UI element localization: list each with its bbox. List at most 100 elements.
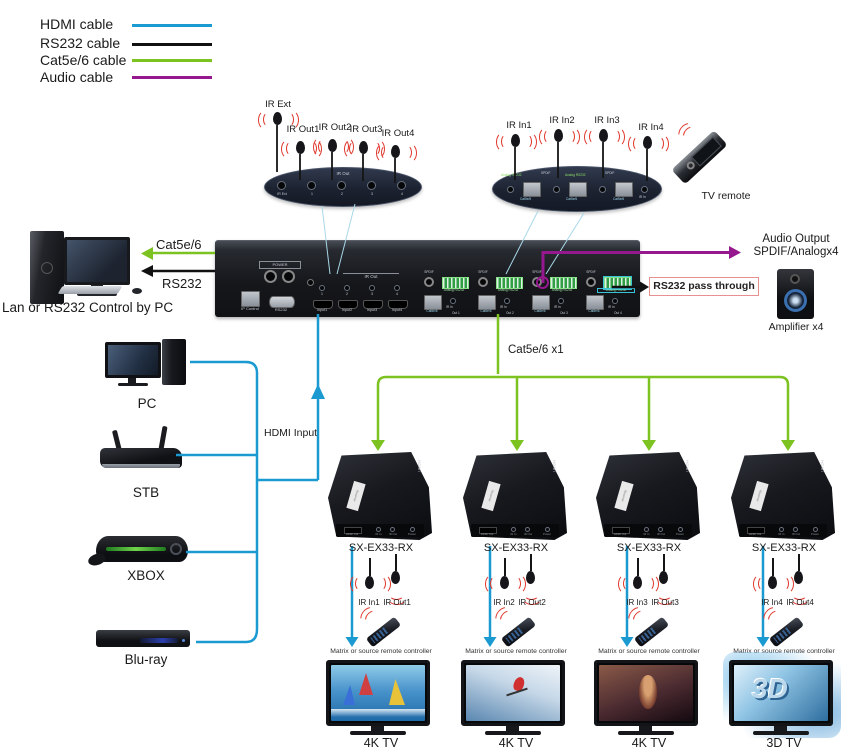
og-out-num: Out 3 — [560, 311, 568, 315]
tv-screen-dancer — [599, 665, 693, 721]
receiver-irin-jack-icon — [644, 527, 649, 532]
source-stb-label: STB — [132, 485, 160, 500]
receiver-box: Receiver HDMI HDMI Out IR In IR Out Powe… — [328, 452, 432, 540]
sail-icon — [359, 673, 373, 695]
og-irin-label: IR In — [446, 305, 453, 309]
hdmi-input-label: HDMI Input — [264, 427, 318, 439]
ir-wave-icon — [628, 133, 644, 154]
og-rj45-icon — [424, 295, 442, 310]
receiver-model-label: SX-EX33-RX — [751, 542, 817, 554]
ir-out-head-icon — [526, 571, 535, 584]
tv-caption: 4K TV — [631, 736, 667, 750]
ir-out2-label: IR Out2 — [318, 122, 352, 133]
hdmi-arrowheads — [311, 384, 770, 647]
receiver-hdmi-out-icon — [612, 527, 630, 534]
matrix-out-group-3: SPDIF Analog RS232 Cat5e/6 IR In Out 3 — [528, 269, 580, 315]
legend-label-cat: Cat5e/6 cable — [40, 52, 127, 68]
ir-wave-icon — [376, 142, 392, 163]
source-pc-label: PC — [137, 396, 157, 411]
ir-in2-receiver-icon — [554, 129, 563, 142]
tv-caption: 3D TV — [766, 736, 802, 750]
ir-wave-icon — [497, 608, 516, 627]
receiver-column-4: Receiver HDMI HDMI Out IR In IR Out Powe… — [723, 440, 841, 754]
matrix-irout-jack-icon — [394, 285, 400, 291]
panel-analog-label: Analog RS232 — [501, 173, 522, 177]
legend-label-rs232: RS232 cable — [40, 35, 121, 51]
ir-in4-label: IR In4 — [638, 122, 664, 133]
ir-in-stem — [772, 558, 774, 576]
ir-out-stem — [395, 554, 397, 571]
ir-out-stem — [798, 554, 800, 571]
ir-wave-icon — [485, 573, 501, 594]
cat-arrowheads — [141, 247, 795, 451]
column-ir-in-label: IR In4 — [761, 598, 783, 607]
og-out-num: Out 1 — [452, 311, 460, 315]
audio-port-ring — [536, 276, 549, 289]
ir-stems — [276, 125, 648, 183]
ir-out1-label: IR Out1 — [286, 124, 320, 135]
receiver-port-label: HDMI Out — [748, 532, 762, 536]
source-bluray-label: Blu-ray — [124, 652, 168, 667]
legend-line-cat — [132, 59, 212, 62]
controller-caption: Matrix or source remote controller — [465, 648, 567, 655]
ir-out-head-icon — [659, 571, 668, 584]
tv-base — [350, 731, 406, 735]
matrix-power-switch-icon — [307, 279, 314, 286]
og-rj45-icon — [532, 295, 550, 310]
panel-spdif-label: SPDIF — [541, 171, 551, 175]
receiver-box: Receiver HDMI HDMI Out IR In IR Out Powe… — [463, 452, 567, 540]
matrix-rs232-db9-icon — [269, 296, 295, 308]
hdmi-cables — [176, 314, 765, 644]
receiver-hdmi-out-icon — [344, 527, 362, 534]
legend-line-rs232 — [132, 43, 212, 46]
tv-screen-3d: 3D — [734, 665, 828, 721]
output-zone-panel: Analog RS232 SPDIF Analog RS232 SPDIF Ca… — [492, 166, 662, 212]
source-xbox-label: XBOX — [127, 568, 165, 583]
receiver-power-jack-icon — [678, 527, 683, 532]
receiver-port-label: Power — [408, 532, 416, 536]
receiver-port-label: IR Out — [791, 532, 801, 536]
tv-display — [461, 660, 565, 726]
ir-in2-label: IR In2 — [549, 115, 575, 126]
ir-out-head-icon — [794, 571, 803, 584]
ir-wave-icon — [539, 126, 555, 147]
ir-wave-icon — [350, 573, 366, 594]
receiver-irin-jack-icon — [779, 527, 784, 532]
og-spdif-label: SPDIF — [586, 270, 596, 274]
receiver-port-label: Power — [543, 532, 551, 536]
column-ir-out-label: IR Out1 — [383, 598, 411, 607]
receiver-column-3: Receiver HDMI HDMI Out IR In IR Out Powe… — [594, 440, 704, 754]
receiver-port-label: IR Out — [388, 532, 398, 536]
receiver-model-label: SX-EX33-RX — [348, 542, 414, 554]
ir-in-head-icon — [633, 576, 642, 589]
panel-port-icon — [397, 181, 406, 190]
ir-wave-icon — [778, 576, 789, 591]
og-irin-icon — [450, 298, 456, 304]
matrix-power-port-icon — [264, 270, 277, 283]
receiver-port-label: HDMI Out — [345, 532, 359, 536]
ir-wave-icon — [643, 576, 654, 591]
tv-screen-ski — [466, 665, 560, 721]
matrix-irout-jack-icon — [319, 285, 325, 291]
receiver-port-label: HDMI Out — [613, 532, 627, 536]
ir-in-stem — [504, 558, 506, 576]
receiver-port-label: IR In — [510, 532, 517, 536]
matrix-hdmi-input-icon — [388, 300, 408, 309]
og-cat-label: Cat5e/6 — [426, 309, 438, 313]
tv-display — [594, 660, 698, 726]
panel-irin-jack-icon — [641, 186, 648, 193]
receiver-port-label: IR In — [778, 532, 785, 536]
panel-port-icon — [337, 181, 346, 190]
source-pc-base — [118, 383, 148, 386]
receiver-irout-jack-icon — [390, 527, 395, 532]
ir-out3-label: IR Out3 — [349, 124, 383, 135]
audio-cable — [541, 251, 729, 283]
receiver-irout-jack-icon — [525, 527, 530, 532]
og-irin-label: IR In — [608, 305, 615, 309]
matrix-irout-jack-icon — [369, 285, 375, 291]
matrix-irout-label: IR Out — [343, 273, 399, 280]
tv-neck — [506, 726, 519, 731]
ir-in-head-icon — [500, 576, 509, 589]
matrix-input-label: Input1 — [316, 308, 328, 312]
audio-arrowhead — [729, 246, 741, 259]
